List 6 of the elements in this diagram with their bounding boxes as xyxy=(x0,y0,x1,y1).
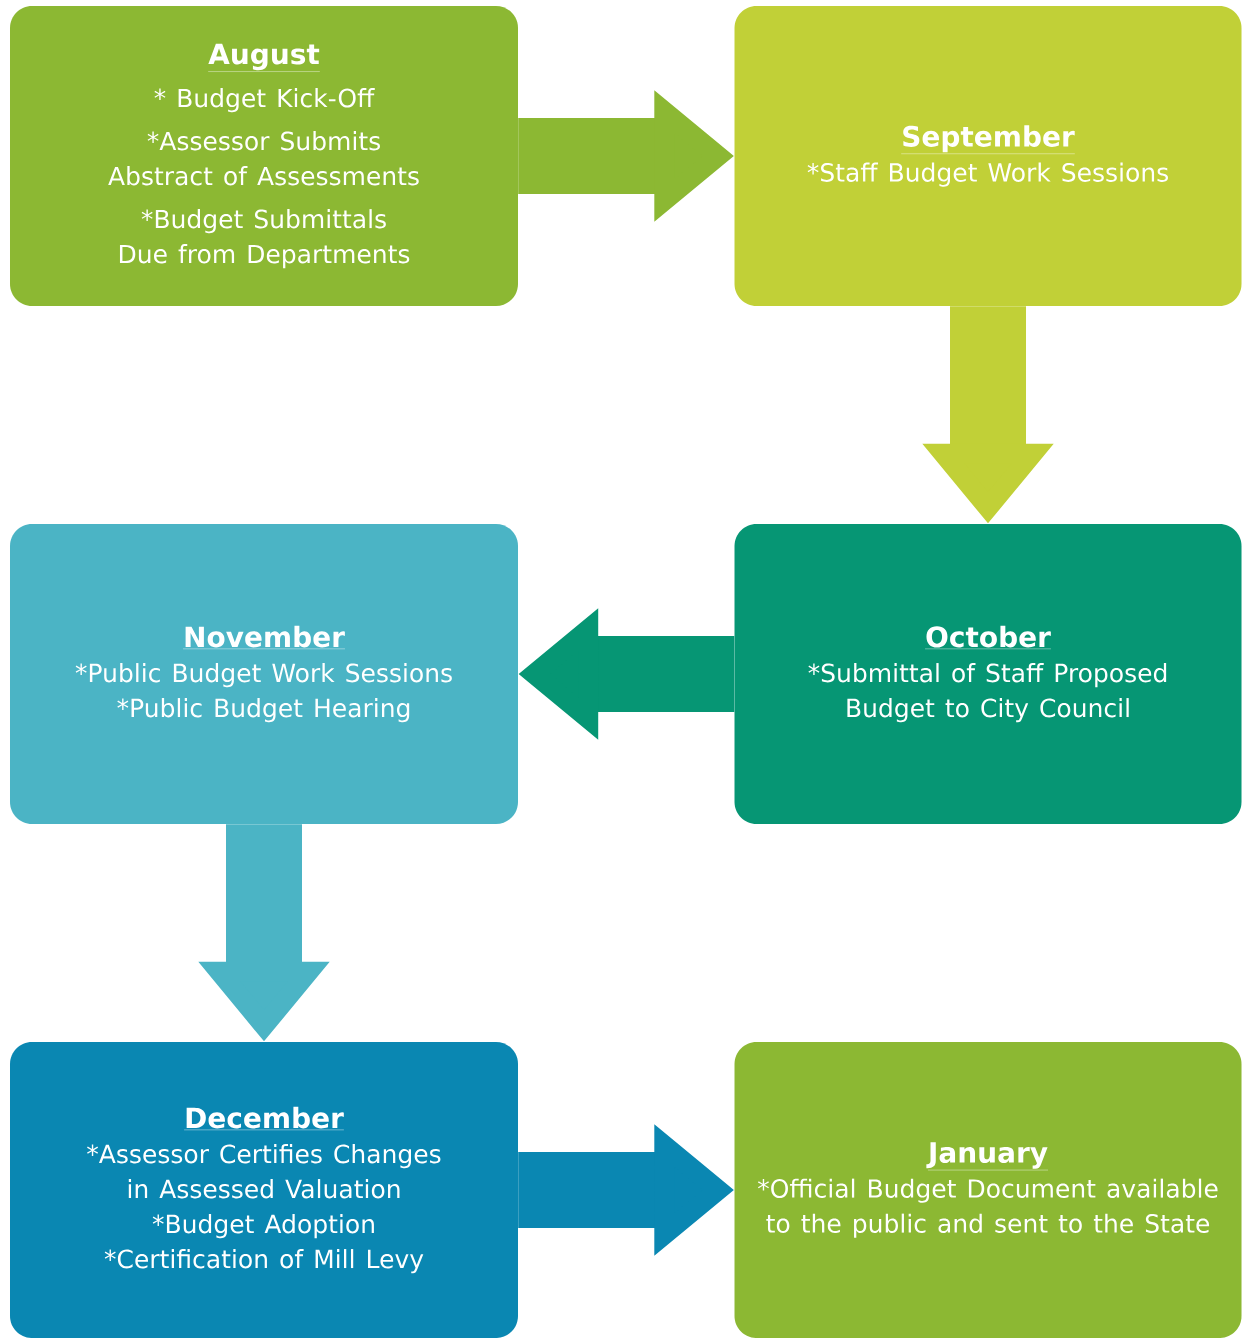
month-box: September *Staff Budget Work Sessions xyxy=(734,6,1242,306)
month-box: January *Official Budget Document available to the public and sent to the State xyxy=(734,1042,1242,1338)
month-box: November *Public Budget Work Sessions *Public Budget Hearing xyxy=(10,524,518,824)
month-box: December *Assessor Certifies Changes in Assessed Valuation *Budget Adoption *Certification of Mill Levy xyxy=(10,1042,518,1338)
month-box: August * Budget Kick-Off *Assessor Submits Abstract of Assessments *Budget Submittals Due from Departments xyxy=(10,6,518,306)
month-box: October *Submittal of Staff Proposed Budget to City Council xyxy=(734,524,1242,824)
